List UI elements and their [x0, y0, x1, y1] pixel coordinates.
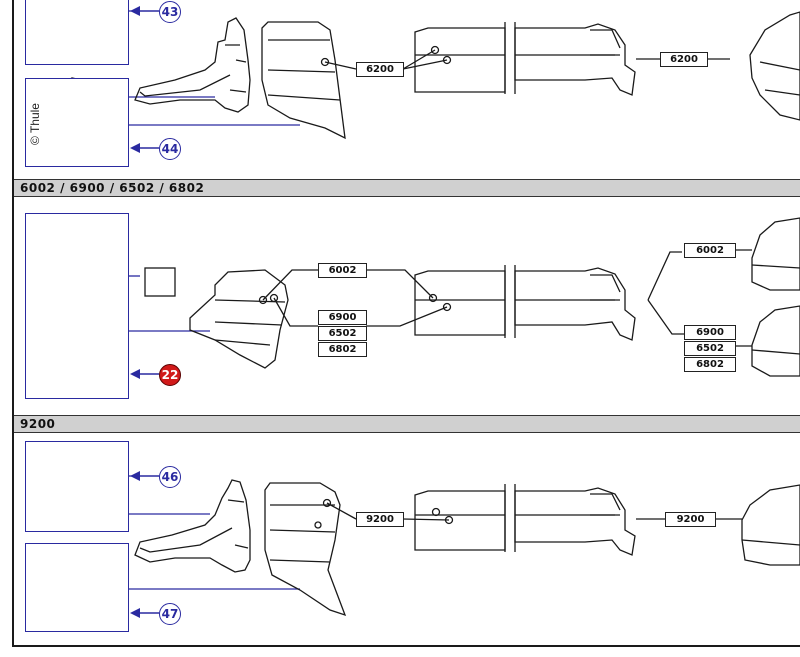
code-top-right: 6200: [660, 52, 708, 67]
code-mid-right-g2: 6802: [684, 357, 736, 372]
section-title: 9200: [20, 417, 56, 431]
code-bottom-left: 9200: [356, 512, 404, 527]
endcap-mid-upper-art: [751, 217, 800, 291]
bar-mid-art: [414, 265, 636, 341]
section-header-9200: 9200: [14, 415, 800, 433]
callout-44[interactable]: 44: [159, 138, 181, 160]
bracket-bottom-art: [264, 482, 347, 617]
code-bottom-right: 9200: [665, 512, 716, 527]
callout-47[interactable]: 47: [159, 603, 181, 625]
bar-top-art: [414, 22, 636, 96]
hook-bottom-art: [134, 479, 251, 573]
code-mid-right-g1: 6502: [684, 341, 736, 356]
endcap-mid-lower-art: [751, 305, 800, 377]
thumb-foot-47: [25, 543, 129, 632]
code-mid-left-g1: 6502: [318, 326, 367, 341]
code-top-left: 6200: [356, 62, 404, 77]
section-title: 6002 / 6900 / 6502 / 6802: [20, 181, 205, 195]
bracket-top-art: [261, 21, 346, 140]
callout-43[interactable]: 43: [159, 1, 181, 23]
code-mid-left-g0: 6900: [318, 310, 367, 325]
code-mid-right-single: 6002: [684, 243, 736, 258]
thumb-foot-46: [25, 441, 129, 532]
callout-46[interactable]: 46: [159, 466, 181, 488]
code-mid-left-single: 6002: [318, 263, 367, 278]
thumb-foot-22: [25, 213, 129, 399]
hook-top-art: [134, 17, 251, 113]
bar-bottom-art: [414, 484, 636, 556]
thumb-foot-44: [25, 78, 129, 167]
code-mid-right-g0: 6900: [684, 325, 736, 340]
code-mid-left-g2: 6802: [318, 342, 367, 357]
endcap-bottom-art: [741, 484, 800, 566]
callout-22[interactable]: 22: [159, 364, 181, 386]
diagram-frame: [12, 0, 800, 647]
endcap-top-art: [749, 11, 800, 121]
thumb-foot-43: [25, 0, 129, 65]
section-header-6002: 6002 / 6900 / 6502 / 6802: [14, 179, 800, 197]
